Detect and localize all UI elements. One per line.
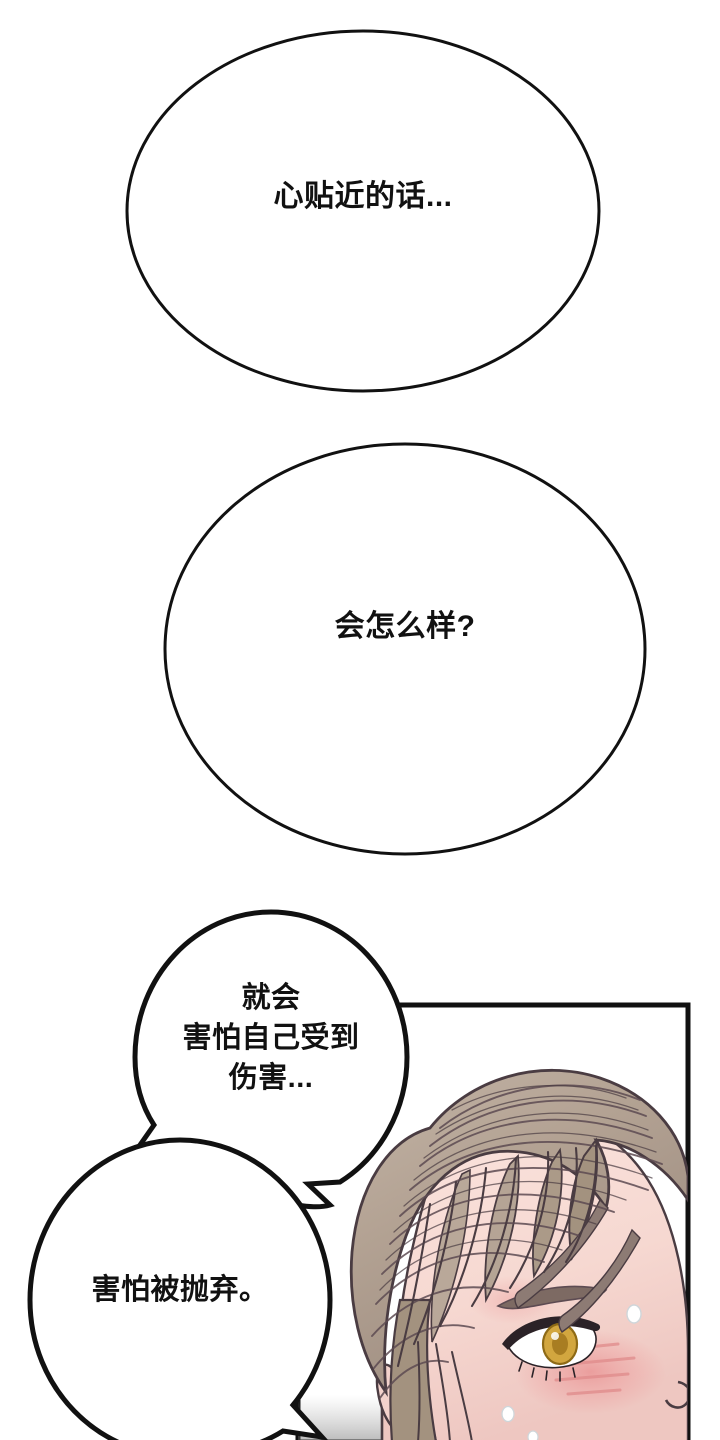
speech-bubble-2 — [163, 442, 647, 856]
eye — [502, 1316, 601, 1382]
character-illustration — [298, 1068, 688, 1440]
nose — [664, 1380, 688, 1409]
speech-bubble-4 — [27, 1137, 333, 1440]
sweat-drops — [501, 1304, 642, 1440]
speech-bubble-1 — [125, 29, 601, 393]
hair — [349, 1068, 688, 1440]
